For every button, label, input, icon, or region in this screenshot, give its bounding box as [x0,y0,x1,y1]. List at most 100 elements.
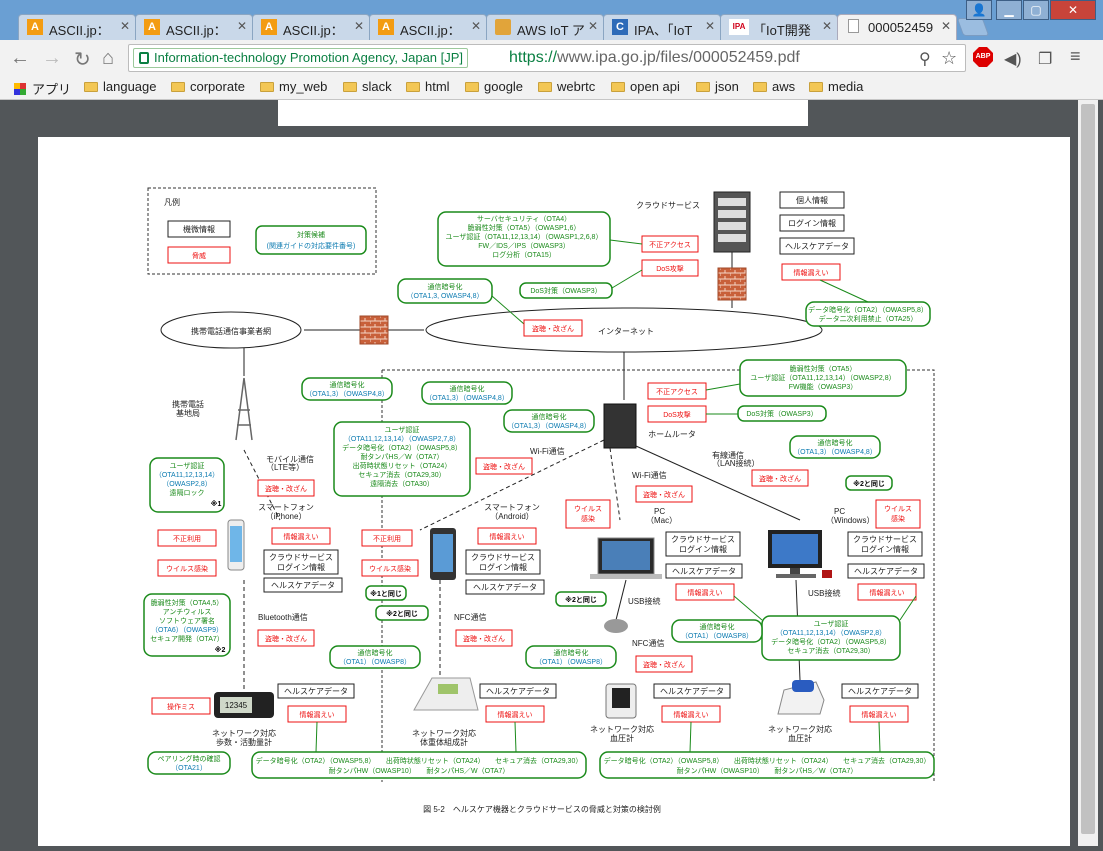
url-text[interactable]: https://www.ipa.go.jp/files/000052459.pd… [509,49,800,66]
close-icon[interactable]: ✕ [704,19,715,33]
doc-icon [848,19,859,33]
android-cloud-login-1: クラウドサービス [471,553,535,562]
nfc-encryption-ref: （OTA1）（OWASP8） [681,632,753,640]
win-same-2: ※2と同じ [853,479,885,488]
close-icon[interactable]: ✕ [470,19,481,33]
android-virus: ウイルス感染 [369,564,411,573]
wifi-label-android: Wi-Fi通信 [530,446,565,456]
bottom-left-measures-2: 耐タンパHW（OWASP10） 耐タンパHS／W（OTA7） [329,766,510,775]
router-unauth-access: 不正アクセス [656,388,698,396]
tab-iot-dev[interactable]: IPA「IoT開発✕ [720,14,838,40]
threat-diagram: 凡例 機微情報 脅威 対策候補 (関連ガイドの対応要件番号) 携帯電話通信事業者… [143,187,935,814]
phone-tamper-resist: 耐タンパHS／W（OTA7） [360,452,443,461]
login-info-label: ログイン情報 [788,218,836,228]
menu-icon[interactable]: ≡ [1070,46,1081,66]
bp-monitor-2-icon [777,680,825,715]
bottom-right-measures-1: データ暗号化（OTA2）（OWASP5,8） 出荷時状態リセット（OTA24） … [604,756,931,765]
iphone-auth-title: ユーザ認証 [170,461,205,470]
bluetooth-encryption-ref: （OTA1）（OWASP8） [339,658,411,666]
bookmark-open-api[interactable]: open api [611,79,680,94]
bookmark-corporate[interactable]: corporate [171,79,245,94]
iphone-sub-label: （iPhone） [266,512,307,521]
user-icon[interactable]: 👤 [966,0,992,20]
folder-icon [753,82,767,92]
close-icon[interactable]: ✕ [821,19,832,33]
scrollbar-thumb[interactable] [1081,104,1095,834]
android-phone-icon [430,528,456,580]
zoom-icon[interactable]: ⚲ [919,51,931,68]
tower-label-1: 携帯電話 [172,399,204,409]
legend-countermeasure-sub: (関連ガイドの対応要件番号) [267,241,356,250]
pairing-check: ペアリング時の確認 [158,754,221,763]
bookmark-webrtc[interactable]: webrtc [538,79,595,94]
maximize-button[interactable]: ▢ [1023,0,1049,20]
back-icon[interactable]: ← [10,47,30,69]
bookmark-slack[interactable]: slack [343,79,392,94]
legend-title: 凡例 [164,197,180,207]
bottom-right-measures-2: 耐タンパHW（OWASP10） 耐タンパHS／W（OTA7） [677,766,858,775]
ipa-favicon-icon: IPA [729,19,749,35]
bookmark-html[interactable]: html [406,79,450,94]
bookmark-aws[interactable]: aws [753,79,795,94]
bookmark-media[interactable]: media [809,79,863,94]
speaker-icon[interactable]: ◀) [1004,51,1022,68]
pages-icon[interactable]: ❐ [1038,51,1053,68]
pdf-page: 凡例 機微情報 脅威 対策候補 (関連ガイドの対応要件番号) 携帯電話通信事業者… [38,137,1070,846]
bookmark-google[interactable]: google [465,79,523,94]
mac-cloud-login-1: クラウドサービス [671,535,735,544]
nfc-tamper-left: 盗聴・改ざん [463,634,505,643]
cloud-unauth-access: 不正アクセス [649,241,691,249]
firewall-cloud-icon [717,267,747,301]
adblock-icon[interactable]: ABP [973,47,993,67]
close-icon[interactable]: ✕ [119,19,130,33]
ascii-favicon-icon: A [261,19,277,35]
device-display-digits: 12345 [225,701,248,710]
desktop-pc-icon [768,530,832,578]
pairing-check-ref: （OTA21） [171,764,207,772]
apps-bookmark[interactable]: アプリ [14,79,71,98]
close-icon[interactable]: ✕ [236,19,247,33]
carrier-network-label: 携帯電話通信事業者網 [191,326,271,336]
router-dos-measure: DoS対策（OWASP3） [746,409,817,418]
close-icon[interactable]: ✕ [940,19,951,33]
activity-meter-label-1: ネットワーク対応 [212,728,276,738]
home-icon[interactable]: ⌂ [102,47,115,69]
android-sub-label: （Android） [490,512,534,521]
carrier-network-ellipse [160,311,302,349]
lan-encryption-ref: （OTA1,3）（OWASP4,8） [793,448,877,456]
mark-2: ※2 [215,645,226,654]
bookmark-json[interactable]: json [696,79,739,94]
reload-icon[interactable]: ↻ [74,49,91,71]
bookmarks-bar: アプリ language corporate my_web slack html… [0,76,1103,100]
android-same-2: ※2と同じ [386,609,418,618]
forward-icon[interactable]: → [42,47,62,69]
close-icon[interactable]: ✕ [587,19,598,33]
android-misuse: 不正利用 [373,534,401,543]
bookmark-my-web[interactable]: my_web [260,79,327,94]
minimize-button[interactable]: ▁ [996,0,1022,20]
win-usb-label: USB接続 [808,588,840,598]
wired-comm-sub: （LAN接続） [712,458,760,468]
pdf-viewer[interactable]: 凡例 機微情報 脅威 対策候補 (関連ガイドの対応要件番号) 携帯電話通信事業者… [0,100,1103,846]
close-window-button[interactable]: ✕ [1050,0,1096,20]
nfc-encryption: 通信暗号化 [700,622,735,631]
close-icon[interactable]: ✕ [353,19,364,33]
address-bar[interactable]: Information-technology Promotion Agency,… [128,44,966,72]
star-icon[interactable]: ☆ [941,48,958,68]
tab-aws-iot[interactable]: AWS IoT ア✕ [486,14,604,40]
bookmark-language[interactable]: language [84,79,157,94]
ev-certificate-badge[interactable]: Information-technology Promotion Agency,… [133,48,469,68]
nfc-label-right: NFC通信 [632,638,664,648]
iphone-cloud-login-1: クラウドサービス [269,553,333,562]
router-measure-2: ユーザ認証（OTA11,12,13,14）（OWASP2,8） [750,373,895,382]
new-tab-button[interactable] [956,18,990,36]
figure-caption: 図 5-2 ヘルスケア機器とクラウドサービスの脅威と対策の検討例 [423,804,661,814]
router-dos: DoS攻撃 [663,410,691,419]
mac-virus-1: ウイルス [574,505,602,513]
tab-pdf-active[interactable]: 000052459✕ [837,14,957,40]
